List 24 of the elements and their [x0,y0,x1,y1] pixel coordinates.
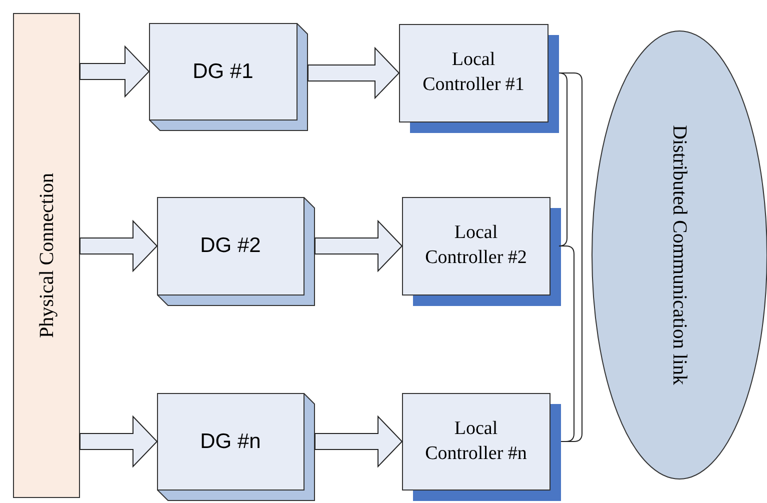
box-label: DG #1 [192,60,254,84]
link-curve [558,72,582,442]
connection-bar [13,13,80,498]
rotated-label: Distributed Communication link [668,125,692,385]
box-label: Local Controller #1 [422,48,526,97]
link-curve [558,72,568,246]
link-curve [560,246,574,442]
box-label: Local Controller #n [424,416,528,466]
box-label: DG #n [199,430,262,454]
controller-box [402,393,561,501]
block-arrow [80,415,158,468]
block-arrow [80,220,158,272]
controller-box [402,197,561,306]
block-arrow [80,45,150,98]
box-label: Local Controller #2 [424,221,528,270]
block-arrow [314,220,403,272]
block-arrow [308,46,400,100]
generator-box [149,23,308,131]
generator-box [157,197,315,306]
rotated-label: Physical Connection [34,173,58,338]
block-arrow [314,415,403,468]
generator-box [157,393,315,501]
controller-box [399,24,559,133]
box-label: DG #2 [199,234,262,258]
